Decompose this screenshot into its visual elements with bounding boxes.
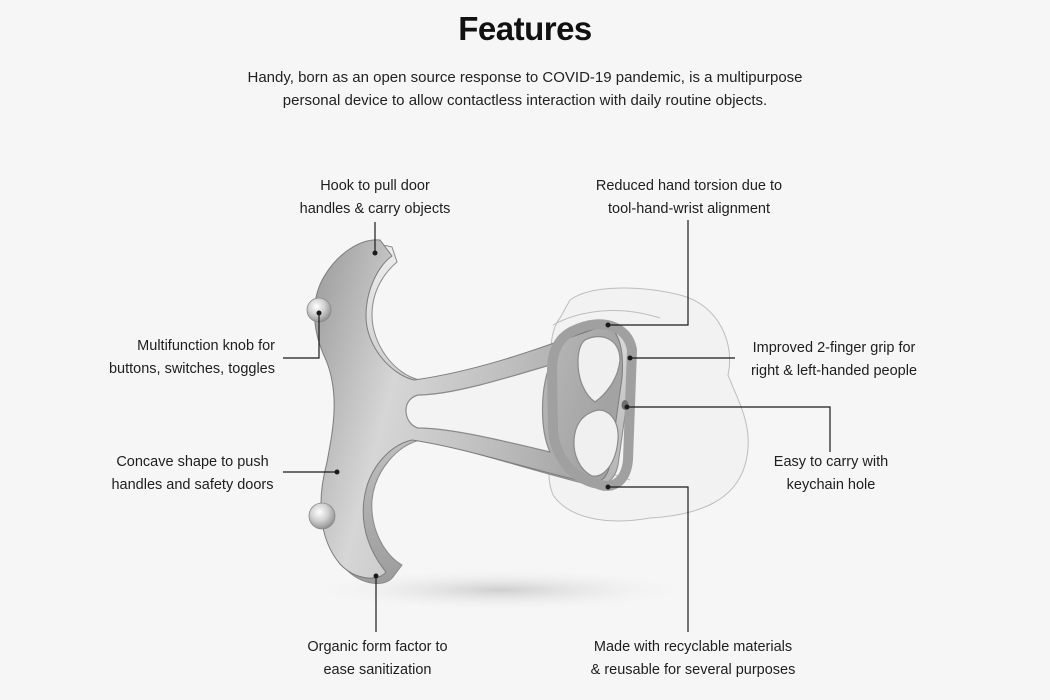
subtitle-line-2: personal device to allow contactless int… (282, 92, 768, 109)
device-body (314, 239, 638, 584)
leader-knob (283, 313, 320, 359)
floor-shadow (300, 568, 700, 612)
page-subtitle: Handy, born as an open source response t… (200, 66, 850, 112)
callout-recyclable-line-1: Made with recyclable materials (593, 639, 793, 655)
leader-torsion (608, 220, 689, 326)
callout-knob-line-2: buttons, switches, toggles (108, 360, 275, 377)
callout-organic-line-1: Organic form factor to (307, 639, 448, 655)
callout-concave-line-2: handles and safety doors (111, 476, 274, 493)
page-title: Features (458, 10, 592, 47)
callout-recyclable: Made with recyclable materials & reusabl… (578, 636, 808, 681)
callout-knob-line-1: Multifunction knob for (137, 338, 275, 354)
callout-torsion-line-2: tool-hand-wrist alignment (608, 200, 770, 217)
callout-hook-line-1: Hook to pull door (320, 178, 430, 194)
callout-hook-line-2: handles & carry objects (299, 200, 451, 217)
subtitle-line-1: Handy, born as an open source response t… (247, 69, 803, 86)
callout-knob: Multifunction knob for buttons, switches… (90, 335, 275, 380)
leader-dots (316, 250, 633, 579)
callout-organic: Organic form factor to ease sanitization (295, 636, 460, 681)
leader-recyclable (608, 486, 689, 632)
callout-torsion-line-1: Reduced hand torsion due to (595, 178, 783, 194)
callout-torsion: Reduced hand torsion due to tool-hand-wr… (585, 175, 793, 220)
callout-concave-line-1: Concave shape to push (116, 454, 269, 470)
callout-recyclable-line-2: & reusable for several purposes (590, 661, 796, 678)
callout-keychain-line-2: keychain hole (786, 476, 876, 493)
callout-organic-line-2: ease sanitization (323, 661, 432, 678)
leader-lines (283, 220, 831, 632)
callout-keychain-line-1: Easy to carry with (773, 454, 889, 470)
leader-keychain (627, 406, 831, 452)
callout-grip-line-2: right & left-handed people (750, 362, 918, 379)
callout-keychain: Easy to carry with keychain hole (760, 451, 902, 496)
lower-knob (308, 502, 336, 530)
callout-hook: Hook to pull door handles & carry object… (290, 175, 460, 220)
callout-concave: Concave shape to push handles and safety… (100, 451, 285, 496)
callout-grip: Improved 2-finger grip for right & left-… (738, 337, 930, 382)
callout-grip-line-1: Improved 2-finger grip for (752, 340, 916, 356)
